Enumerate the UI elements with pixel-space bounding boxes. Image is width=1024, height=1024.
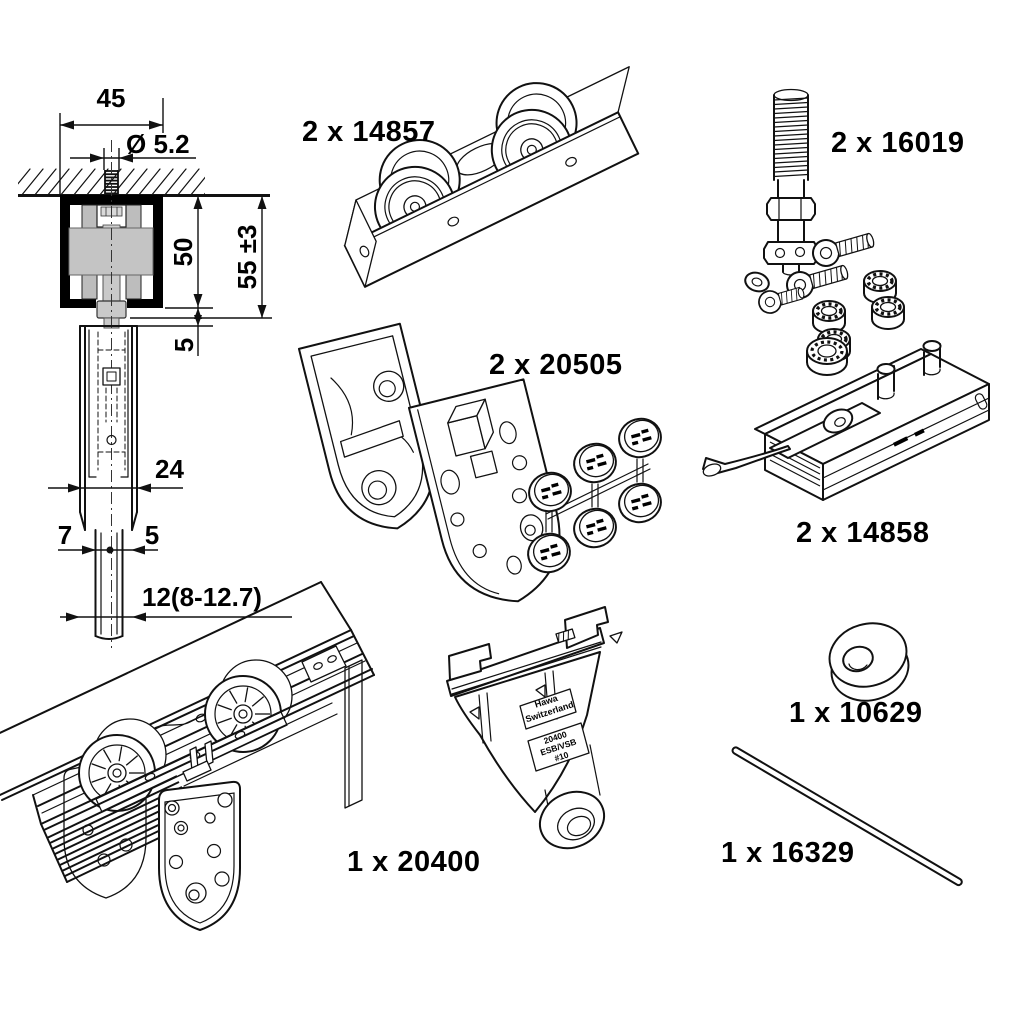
part-label-16019: 2 x 16019 xyxy=(831,127,965,159)
track-interior xyxy=(68,140,154,648)
bracket-spec-label: 20400 ESB/VSB #10 xyxy=(527,722,590,772)
bracket-hatch-block xyxy=(555,628,576,644)
bracket-body xyxy=(446,606,623,850)
cross-section-drawing: 45 Ø 5.2 xyxy=(18,83,292,648)
clamp-lever xyxy=(702,402,881,477)
clamp-pins xyxy=(876,340,942,400)
dim-offsets: 7 5 xyxy=(58,520,159,555)
dim-clearance: 5 xyxy=(130,308,213,356)
dim-door-thickness-value: 12(8-12.7) xyxy=(142,582,262,612)
dim-plate-width-value: 24 xyxy=(155,454,184,484)
dim-profile-height-value: 50 xyxy=(168,238,198,267)
dim-total-height: 55 ±3 xyxy=(232,196,267,318)
countersunk-screws xyxy=(744,232,875,314)
logo-caps xyxy=(527,417,662,574)
dim-clearance-value: 5 xyxy=(169,338,199,352)
part-label-14858: 2 x 14858 xyxy=(796,517,930,549)
part-label-14857: 2 x 14857 xyxy=(302,116,436,148)
part-cover-set-drawing xyxy=(297,322,662,603)
spacer-cylinder xyxy=(828,622,910,702)
part-label-10629: 1 x 10629 xyxy=(789,697,923,729)
threaded-stud xyxy=(763,88,819,276)
end-suspension-block xyxy=(301,645,347,683)
rod-shape xyxy=(731,746,963,887)
part-spacer-drawing xyxy=(828,622,910,702)
ceiling-hatch xyxy=(18,168,270,197)
serrated-ring-nuts xyxy=(812,270,905,362)
dim-track-width: 45 xyxy=(59,83,164,194)
part-label-20400: 1 x 20400 xyxy=(347,846,481,878)
part-guide-bracket-drawing: Hawa Switzerland 20400 ESB/VSB #10 xyxy=(446,606,623,850)
part-rod-drawing xyxy=(731,746,963,887)
cover-plate-back xyxy=(297,322,435,530)
dim-track-width-value: 45 xyxy=(97,83,126,113)
part-top-roller-drawing xyxy=(343,66,640,288)
logo-cap-sprue xyxy=(527,417,662,574)
clamp-body xyxy=(754,348,990,501)
part-clamp-drawing xyxy=(702,337,990,501)
dim-offset-left-value: 7 xyxy=(58,520,72,550)
dim-total-height-value: 55 ±3 xyxy=(232,225,262,290)
dim-plate-width: 24 xyxy=(48,454,184,493)
part-suspension-bolt-drawing xyxy=(744,88,905,362)
door-panel-section xyxy=(79,325,138,640)
dim-hole-diameter-value: Ø 5.2 xyxy=(126,129,190,159)
dim-door-thickness: 12(8-12.7) xyxy=(60,582,292,622)
front-hanger-plate xyxy=(158,740,241,931)
cover-plate-front xyxy=(407,378,561,603)
dim-offset-right-value: 5 xyxy=(145,520,159,550)
track-assembly-drawing xyxy=(0,581,375,931)
part-label-20505: 2 x 20505 xyxy=(489,349,623,381)
clamp-ring-nut xyxy=(806,337,848,376)
dim-profile-height: 50 xyxy=(130,195,272,319)
bracket-spec-line3: #10 xyxy=(553,749,570,763)
part-label-16329: 1 x 16329 xyxy=(721,837,855,869)
dim-hole-diameter: Ø 5.2 xyxy=(70,129,196,170)
